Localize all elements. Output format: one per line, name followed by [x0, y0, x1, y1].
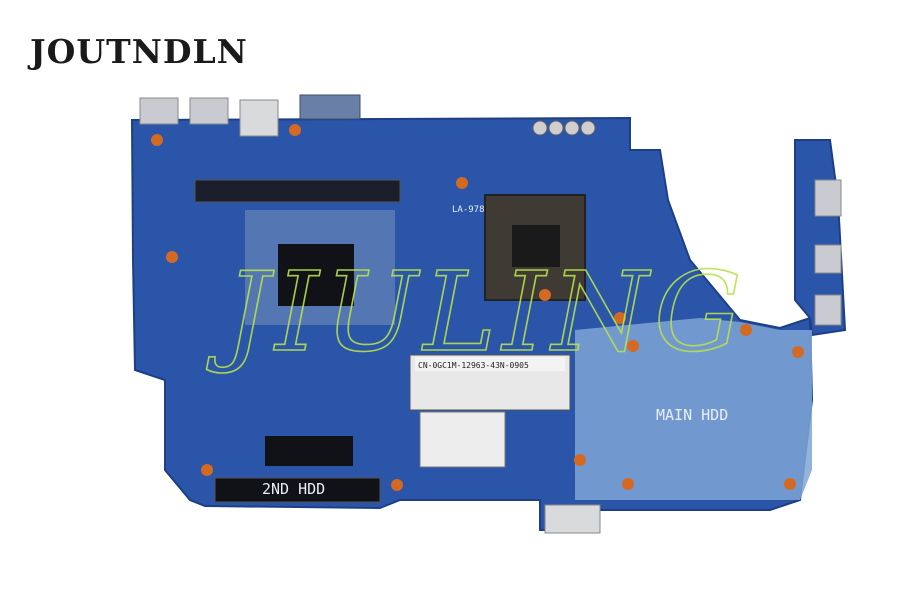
part-sticker-text: CN-0GC1M-12963-43N-0905	[418, 361, 529, 370]
brand-logo-text: JOUTNDLN	[30, 32, 248, 71]
screw-pad	[201, 464, 213, 476]
capacitor	[532, 120, 548, 136]
watermark-text: JIULING	[206, 248, 748, 376]
usb-port-right-3	[814, 294, 842, 326]
capacitor	[564, 120, 580, 136]
battery-connector	[544, 504, 601, 534]
usb-port-top-2	[189, 97, 229, 125]
screw-pad	[539, 289, 551, 301]
usb-port-top-1	[139, 97, 179, 125]
capacitor	[580, 120, 596, 136]
cpu-socket-center	[512, 225, 560, 267]
screw-pad	[391, 479, 403, 491]
second-hdd-label: 2ND HDD	[262, 480, 325, 498]
memory-slot-top	[194, 179, 401, 203]
capacitor	[548, 120, 564, 136]
second-hdd-connector	[214, 477, 381, 503]
screw-pad	[166, 251, 178, 263]
screw-pad	[151, 134, 163, 146]
barcode-label	[419, 411, 506, 468]
screw-pad	[627, 340, 639, 352]
screw-pad	[622, 478, 634, 490]
power-jack	[239, 99, 279, 137]
screw-pad	[456, 177, 468, 189]
screw-pad	[784, 478, 796, 490]
screw-pad	[289, 124, 301, 136]
screw-pad	[614, 312, 626, 324]
screw-pad	[740, 324, 752, 336]
chip-label: LA-978	[452, 205, 485, 215]
usb-port-right-1	[814, 179, 842, 217]
chipset	[278, 244, 354, 306]
main-hdd-label: MAIN HDD	[656, 406, 728, 424]
screw-pad	[574, 454, 586, 466]
screw-pad	[792, 346, 804, 358]
usb-port-right-2	[814, 244, 842, 274]
second-hdd-header	[265, 436, 353, 466]
part-sticker	[415, 357, 565, 371]
vga-port	[299, 94, 361, 120]
main-hdd-area	[575, 318, 812, 500]
